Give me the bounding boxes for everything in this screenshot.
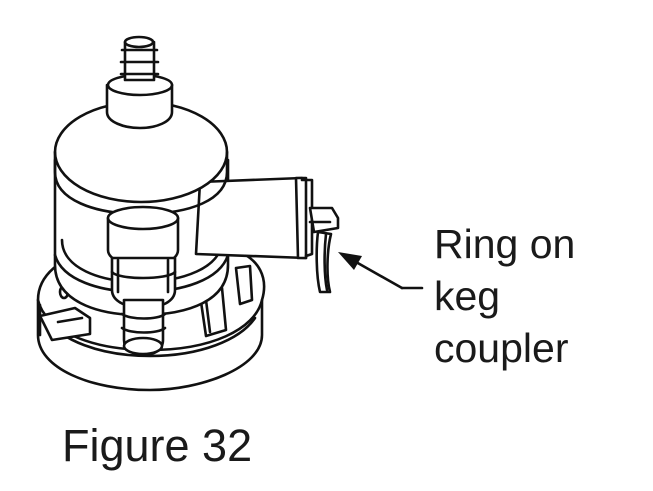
front-outlet-fitting xyxy=(106,205,180,357)
callout-arrow xyxy=(338,252,424,290)
ring-callout-label: Ring on keg coupler xyxy=(434,218,575,374)
top-hose-barb xyxy=(105,35,174,130)
callout-line-3: coupler xyxy=(434,325,569,371)
keg-coupler-ring xyxy=(315,230,333,294)
figure-caption: Figure 32 xyxy=(62,420,253,471)
coupler-side-handle xyxy=(194,176,340,260)
callout-line-2: keg xyxy=(434,273,501,319)
callout-line-1: Ring on xyxy=(434,221,576,267)
